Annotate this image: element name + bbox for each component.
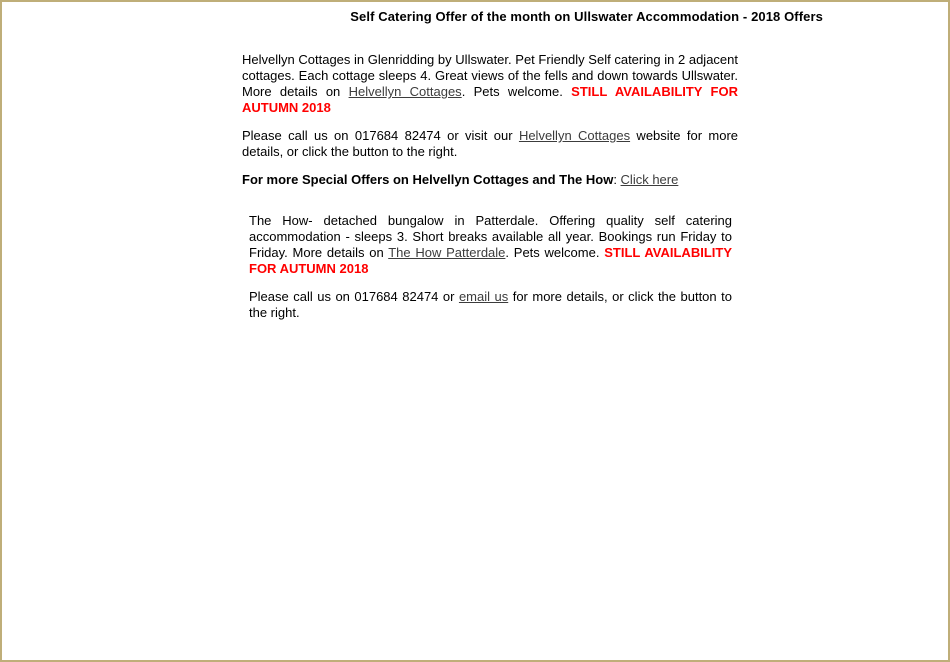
special-offers-label: For more Special Offers on Helvellyn Cot… xyxy=(242,172,614,187)
the-how-availability-alert: STILL AVAILABILITY FOR AUTUMN 2018 xyxy=(249,245,732,276)
email-us-link[interactable]: email us xyxy=(458,289,509,304)
page-title: Self Catering Offer of the month on Ulls… xyxy=(350,9,823,24)
the-how-description-text: The How- detached bungalow in Patterdale… xyxy=(249,213,732,260)
the-how-pets-text: . Pets welcome. xyxy=(505,245,605,260)
the-how-description: The How- detached bungalow in Patterdale… xyxy=(249,213,732,277)
the-how-contact-text-end: for more details, or click the button to… xyxy=(249,289,732,320)
special-offers-line: For more Special Offers on Helvellyn Cot… xyxy=(242,172,738,188)
the-how-offer: The How- detached bungalow in Patterdale… xyxy=(249,213,732,321)
helvellyn-contact-text-end: website for more details, or click the b… xyxy=(242,128,739,159)
helvellyn-availability-alert: STILL AVAILABILITY FOR AUTUMN 2018 xyxy=(242,84,738,115)
helvellyn-pets-text: . Pets welcome. xyxy=(461,84,572,99)
helvellyn-description: Helvellyn Cottages in Glenridding by Ull… xyxy=(242,52,738,116)
helvellyn-offer: Helvellyn Cottages in Glenridding by Ull… xyxy=(242,52,738,188)
the-how-patterdale-link[interactable]: The How Patterdale xyxy=(388,245,506,260)
helvellyn-description-text: Helvellyn Cottages in Glenridding by Ull… xyxy=(242,52,738,99)
special-offers-separator: : xyxy=(613,172,621,187)
helvellyn-contact-text: Please call us on 017684 82474 or visit … xyxy=(242,128,519,143)
the-how-contact-text: Please call us on 017684 82474 or xyxy=(249,289,459,304)
helvellyn-cottages-website-link[interactable]: Helvellyn Cottages xyxy=(518,128,631,143)
special-offers-link[interactable]: Click here xyxy=(620,172,679,187)
helvellyn-contact: Please call us on 017684 82474 or visit … xyxy=(242,128,738,160)
the-how-contact: Please call us on 017684 82474 or email … xyxy=(249,289,732,321)
helvellyn-cottages-link[interactable]: Helvellyn Cottages xyxy=(348,84,462,99)
